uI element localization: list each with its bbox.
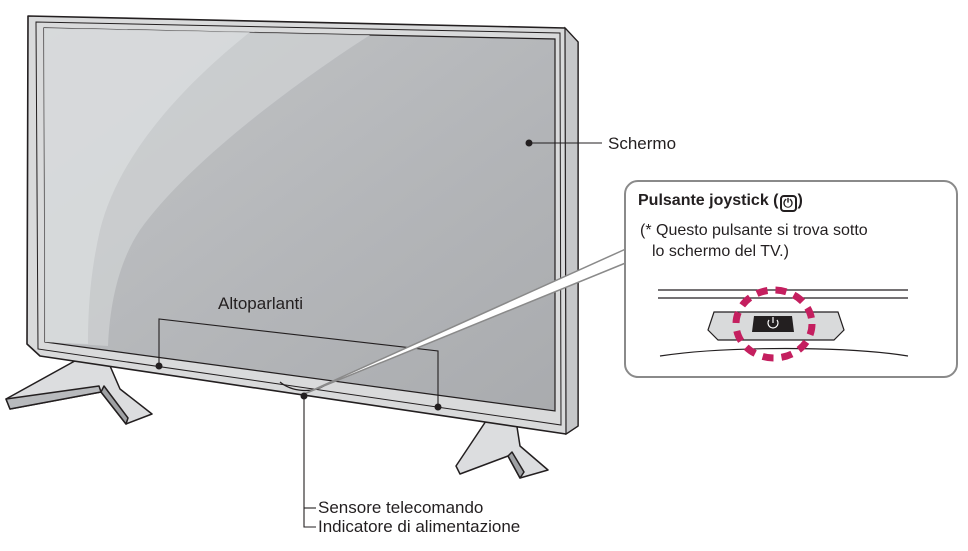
power-icon xyxy=(767,317,779,329)
power-button-icon: ⏻ xyxy=(779,195,797,212)
joystick-callout-box xyxy=(624,180,958,378)
joystick-button xyxy=(752,316,794,332)
joystick-note-line2: lo schermo del TV.) xyxy=(652,243,789,260)
screen-label: Schermo xyxy=(608,134,677,153)
power-indicator-label: Indicatore di alimentazione xyxy=(318,517,521,536)
joystick-note: (* Questo pulsante si trova sotto lo sch… xyxy=(640,220,868,262)
joystick-title: Pulsante joystick (⏻) xyxy=(638,192,803,212)
joystick-title-suffix: ) xyxy=(797,192,803,209)
joystick-title-prefix: Pulsante joystick ( xyxy=(638,192,779,209)
speakers-label: Altoparlanti xyxy=(218,294,304,313)
speakers-pointer xyxy=(155,318,442,411)
sensor-pointer xyxy=(300,392,316,528)
screen-pointer xyxy=(525,139,602,147)
highlight-circle xyxy=(732,286,816,362)
left-stand xyxy=(5,351,153,425)
joystick-detail xyxy=(658,286,909,362)
joystick-note-line1: (* Questo pulsante si trova sotto xyxy=(640,222,868,239)
tv-body xyxy=(26,15,579,436)
remote-sensor-label: Sensore telecomando xyxy=(318,498,484,517)
